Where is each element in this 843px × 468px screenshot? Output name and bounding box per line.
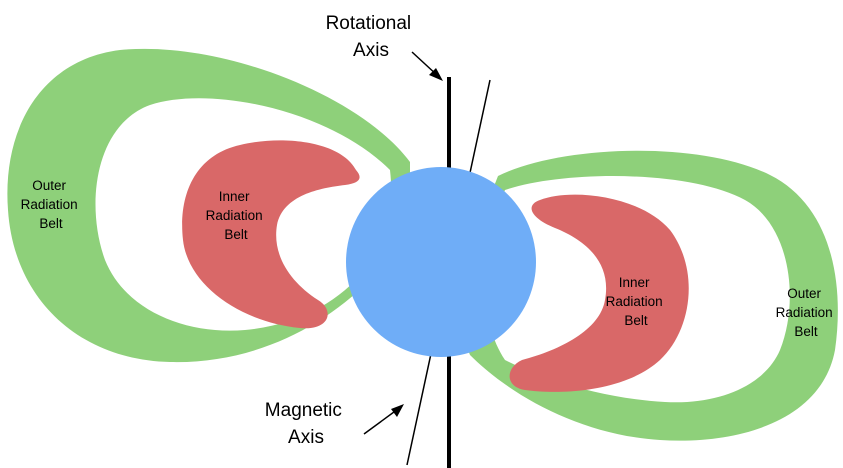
inner-belt-left-label-line: Radiation xyxy=(206,208,263,223)
magnetic-axis-arrow xyxy=(363,404,404,435)
inner-belt-right-label-line: Inner xyxy=(619,275,650,290)
inner-belt-right-label: Inner Radiation Belt xyxy=(606,275,667,328)
outer-belt-right-label-line: Outer xyxy=(787,286,821,301)
inner-belt-left-label-line: Inner xyxy=(219,189,250,204)
inner-belt-left xyxy=(182,140,360,329)
rotational-axis-label: Rotational Axis xyxy=(326,13,417,61)
inner-belt-left-label: Inner Radiation Belt xyxy=(206,189,267,242)
outer-belt-left-label-line: Radiation xyxy=(21,197,78,212)
magnetic-axis-label-line: Axis xyxy=(288,427,324,448)
outer-belt-left-label-line: Belt xyxy=(39,216,63,231)
earth xyxy=(346,167,536,357)
outer-belt-right xyxy=(460,150,838,441)
outer-belt-right-label-line: Belt xyxy=(794,324,818,339)
inner-belt-right xyxy=(509,194,689,392)
magnetic-axis-label: Magnetic Axis xyxy=(265,400,347,448)
inner-belt-left-label-line: Belt xyxy=(224,227,248,242)
outer-belt-left xyxy=(7,48,410,363)
rotational-axis-label-line: Axis xyxy=(353,40,389,61)
outer-belt-right-label-line: Radiation xyxy=(776,305,833,320)
outer-belt-left-label: Outer Radiation Belt xyxy=(21,178,82,231)
magnetic-axis-label-line: Magnetic xyxy=(265,400,342,421)
outer-belt-left-label-line: Outer xyxy=(32,178,66,193)
rotational-axis-arrow xyxy=(411,51,443,81)
rotational-axis-label-line: Rotational xyxy=(326,13,412,34)
inner-belt-right-label-line: Belt xyxy=(624,313,648,328)
inner-belt-right-label-line: Radiation xyxy=(606,294,663,309)
outer-belt-right-label: Outer Radiation Belt xyxy=(776,286,837,339)
